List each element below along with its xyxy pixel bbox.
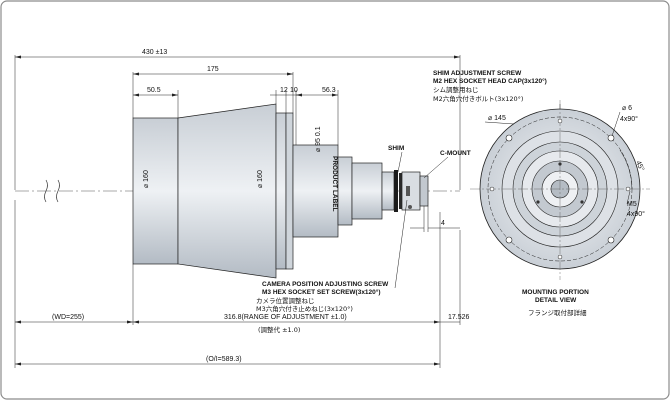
mounting-detail-view xyxy=(470,100,650,280)
dim-m5-qty: 4x90° xyxy=(627,210,645,218)
label-c-mount: C-MOUNT xyxy=(440,150,471,157)
mounting-title-3: フランジ取付部詳細 xyxy=(528,308,587,317)
dim-wd: (WD=255) xyxy=(52,314,84,321)
dim-4: 4 xyxy=(441,220,445,227)
lens-body xyxy=(292,144,339,238)
shim-ring-2 xyxy=(399,173,402,209)
bottom-arrowheads xyxy=(15,320,440,366)
lens-side-view xyxy=(132,103,429,279)
flange-plate xyxy=(275,112,287,270)
shim-screw-line4: M2六角穴付きボルト(3x120°) xyxy=(433,94,523,103)
dim-dia6-qty: 4x90° xyxy=(620,115,638,123)
bottom-dimension-lines xyxy=(14,200,461,368)
lens-cone xyxy=(177,103,277,279)
product-label: PRODUCT LABEL xyxy=(331,156,338,212)
dim-range: 316.8(RANGE OF ADJUSTMENT ±1.0) xyxy=(224,314,347,321)
dim-dia95: ⌀ 95 0.1 xyxy=(315,126,322,152)
dim-56-3: 56.3 xyxy=(322,87,336,94)
dim-dia6: ⌀ 6 xyxy=(622,105,632,112)
rear-stage-3 xyxy=(381,171,395,211)
dim-dia160-mid: ⌀ 160 xyxy=(257,170,264,188)
rear-stage-1 xyxy=(337,156,353,226)
dim-dia145: ⌀ 145 xyxy=(488,115,506,122)
cam-screw-line2: M3 HEX SOCKET SET SCREW(3x120°) xyxy=(262,288,381,296)
shim-screw-line1: SHIM ADJUSTMENT SCREW xyxy=(433,70,522,77)
cam-screw-line1: CAMERA POSITION ADJUSTING SCREW xyxy=(262,281,389,288)
shim-screw-line3: シム調整用ねじ xyxy=(433,85,479,94)
camera-screw xyxy=(406,186,410,196)
mounting-title-2: DETAIL VIEW xyxy=(535,297,577,304)
mounting-title-1: MOUNTING PORTION xyxy=(522,289,589,296)
shim-screw-line2: M2 HEX SOCKET HEAD CAP(3x120°) xyxy=(433,77,547,85)
mount-hole-tr xyxy=(607,134,615,142)
top-arrowheads xyxy=(15,55,460,97)
dim-10: 10 xyxy=(290,87,298,94)
mount-hole-bl xyxy=(505,236,513,244)
mount-hole-tl xyxy=(505,134,513,142)
label-shim: SHIM xyxy=(388,145,404,152)
dim-angle45: 45° xyxy=(634,159,646,172)
shim-ring xyxy=(394,170,398,212)
cam-screw-line3: カメラ位置調整ねじ xyxy=(256,296,315,305)
shim-screw-mark xyxy=(408,205,412,209)
dim-dia160-left: ⌀ 160 xyxy=(143,170,150,188)
dim-range-jp: (調整代 ±1.0) xyxy=(258,325,300,334)
cam-screw-line4: M3六角穴付き止めねじ(3x120°) xyxy=(256,304,353,313)
flange-ring xyxy=(285,112,294,270)
dim-oi: (O/I=589.3) xyxy=(206,356,242,363)
dim-4-lines xyxy=(410,206,460,232)
dim-m5: M5 xyxy=(627,201,637,208)
dim-overall: 430 ±13 xyxy=(142,49,167,56)
break-mark-right xyxy=(56,179,60,203)
top-dimension-lines xyxy=(14,55,461,190)
front-barrel xyxy=(132,117,179,265)
dim-12: 12 xyxy=(280,87,288,94)
break-mark-left xyxy=(44,179,48,203)
rear-stage-2 xyxy=(351,162,383,220)
mount-hole-br xyxy=(607,236,615,244)
c-mount-thread xyxy=(419,175,429,207)
dim-175: 175 xyxy=(207,66,219,73)
dim-flange: 17.526 xyxy=(448,314,470,321)
c-mount-body xyxy=(401,171,421,211)
dim-50-5: 50.5 xyxy=(147,87,161,94)
